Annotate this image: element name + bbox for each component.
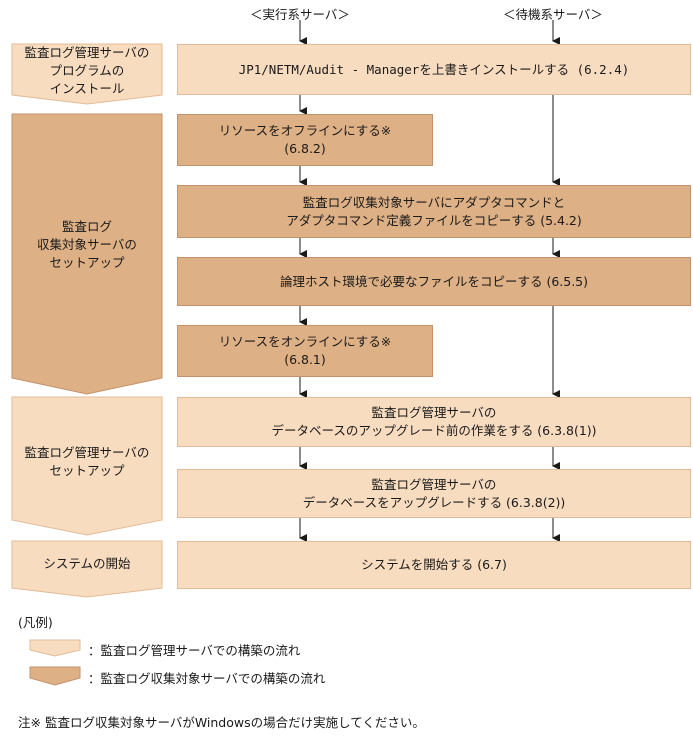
phase-chevron-collector [11,113,163,395]
step-start-system: システムを開始する (6.7) [177,541,691,589]
legend-title: (凡例) [18,615,53,630]
step-copy-logical-host: 論理ホスト環境で必要なファイルをコピーする (6.5.5) [177,257,691,306]
column-header-standby: ＜待機系サーバ＞ [503,7,603,22]
phase-chevron-manager [11,396,163,536]
legend-collector-flow: ：監査ログ収集対象サーバでの構築の流れ [88,671,326,686]
legend-manager-flow: ：監査ログ管理サーバでの構築の流れ [88,643,301,658]
step-resource-online: リソースをオンラインにする※ (6.8.1) [177,325,433,377]
footnote: 注※ 監査ログ収集対象サーバがWindowsの場合だけ実施してください。 [18,715,425,730]
step-db-upgrade: 監査ログ管理サーバの データベースをアップグレードする (6.3.8(2)) [177,469,691,518]
legend-light-chevron [29,639,81,657]
phase-chevron-start [11,540,163,598]
step-pre-upgrade-work: 監査ログ管理サーバの データベースのアップグレード前の作業をする (6.3.8(… [177,397,691,447]
legend-dark-chevron [29,666,81,686]
step-copy-adapter: 監査ログ収集対象サーバにアダプタコマンドと アダプタコマンド定義ファイルをコピー… [177,185,691,238]
phase-label-install: 監査ログ管理サーバの プログラムの インストール [24,45,150,96]
phase-label-collector: 監査ログ 収集対象サーバの セットアップ [37,219,137,270]
step-overwrite-install: JP1/NETM/Audit - Managerを上書きインストールする (6.… [177,44,691,95]
phase-chevron-install [11,43,163,105]
phase-label-start: システムの開始 [43,556,131,571]
step-resource-offline: リソースをオフラインにする※ (6.8.2) [177,114,433,166]
column-header-active: ＜実行系サーバ＞ [250,7,350,22]
phase-label-manager: 監査ログ管理サーバの セットアップ [24,445,150,478]
